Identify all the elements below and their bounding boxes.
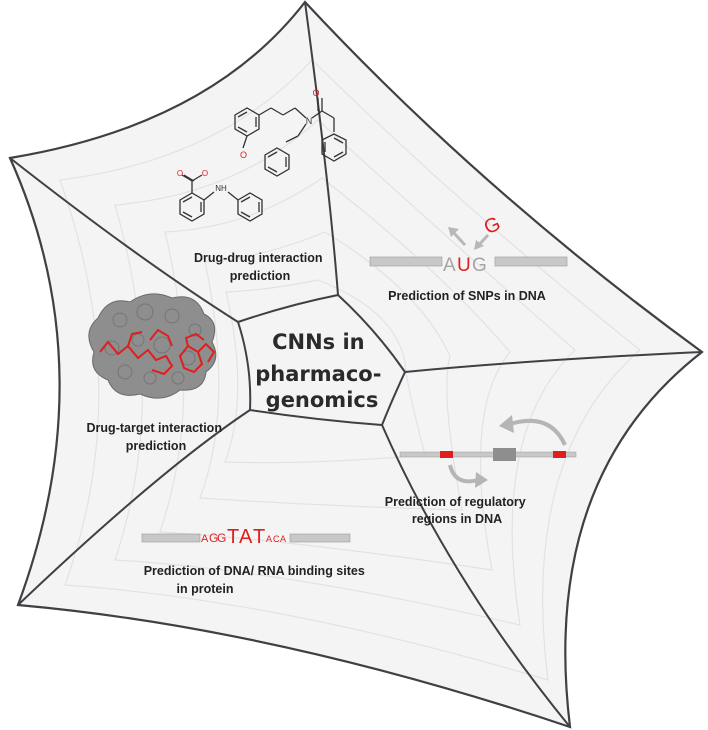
ligand — [99, 328, 216, 376]
atom-n-label: N — [306, 116, 313, 126]
bind-label: Prediction of DNA/ RNA binding sites in … — [144, 564, 369, 596]
strand-left — [141, 533, 201, 543]
arrow-curve-right — [509, 418, 567, 446]
motif-logo: A G G T A T A C A — [201, 526, 286, 548]
spoke-top-left — [9, 157, 239, 323]
motif-letter: G — [217, 531, 226, 545]
motif-letter: A — [239, 526, 253, 548]
atom-o-label: O — [202, 169, 208, 178]
arrow-head-right — [499, 415, 514, 433]
atom-o2-label: O — [312, 88, 319, 98]
motif-letter: C — [273, 534, 280, 544]
molecule-bottom — [179, 174, 263, 222]
regulatory-site-left — [440, 451, 453, 458]
atom-o-label: O — [177, 169, 183, 178]
protein-illustration — [88, 293, 217, 399]
regulatory-illustration — [399, 415, 577, 488]
spoke-bottom-right — [381, 424, 571, 728]
atom-o-label: O — [240, 150, 247, 160]
arrow-left-shaft — [451, 230, 467, 247]
dna-strand-right — [494, 256, 568, 267]
arrow-head-left — [475, 472, 488, 488]
motif-letter: A — [201, 533, 209, 545]
reg-label: Prediction of regulatory regions in DNA — [385, 495, 529, 526]
dna-strand-left — [369, 256, 443, 267]
base-a: A — [443, 255, 456, 276]
base-g: G — [472, 255, 487, 276]
ddi-label: Drug-drug interaction prediction — [194, 251, 326, 283]
center-title-line: CNNs in — [272, 330, 365, 354]
spoke-right — [404, 351, 703, 373]
regulatory-site-right — [553, 451, 566, 458]
molecule-top — [234, 98, 347, 177]
center-title-line: pharmaco- — [255, 362, 381, 386]
spoke-top — [304, 1, 339, 296]
center-title: CNNs in pharmaco- genomics — [255, 330, 388, 412]
web-threads — [59, 59, 641, 681]
dna-line — [399, 451, 577, 458]
gene-block — [493, 448, 516, 461]
snp-label: Prediction of SNPs in DNA — [388, 289, 546, 303]
center-pentagon — [236, 293, 407, 427]
center-title-line: genomics — [266, 388, 379, 412]
binding-motif-illustration: A G G T A T A C A — [141, 526, 351, 548]
spoke-bottom-left — [17, 409, 251, 606]
protein-surface — [88, 293, 217, 399]
arrow-curve-left — [448, 464, 479, 484]
motif-letter: T — [227, 526, 239, 548]
base-u: U — [457, 255, 471, 276]
web-spokes — [9, 1, 703, 728]
motif-letter: T — [253, 526, 265, 548]
motif-letter: A — [280, 534, 286, 544]
atom-nh-label: NH — [215, 184, 227, 193]
motif-letter: G — [209, 531, 218, 545]
arrow-right-head — [474, 240, 484, 250]
motif-letter: A — [266, 534, 272, 544]
dti-label: Drug-target interaction prediction — [87, 421, 226, 453]
arrow-left-head — [448, 227, 459, 237]
strand-right — [289, 533, 351, 543]
